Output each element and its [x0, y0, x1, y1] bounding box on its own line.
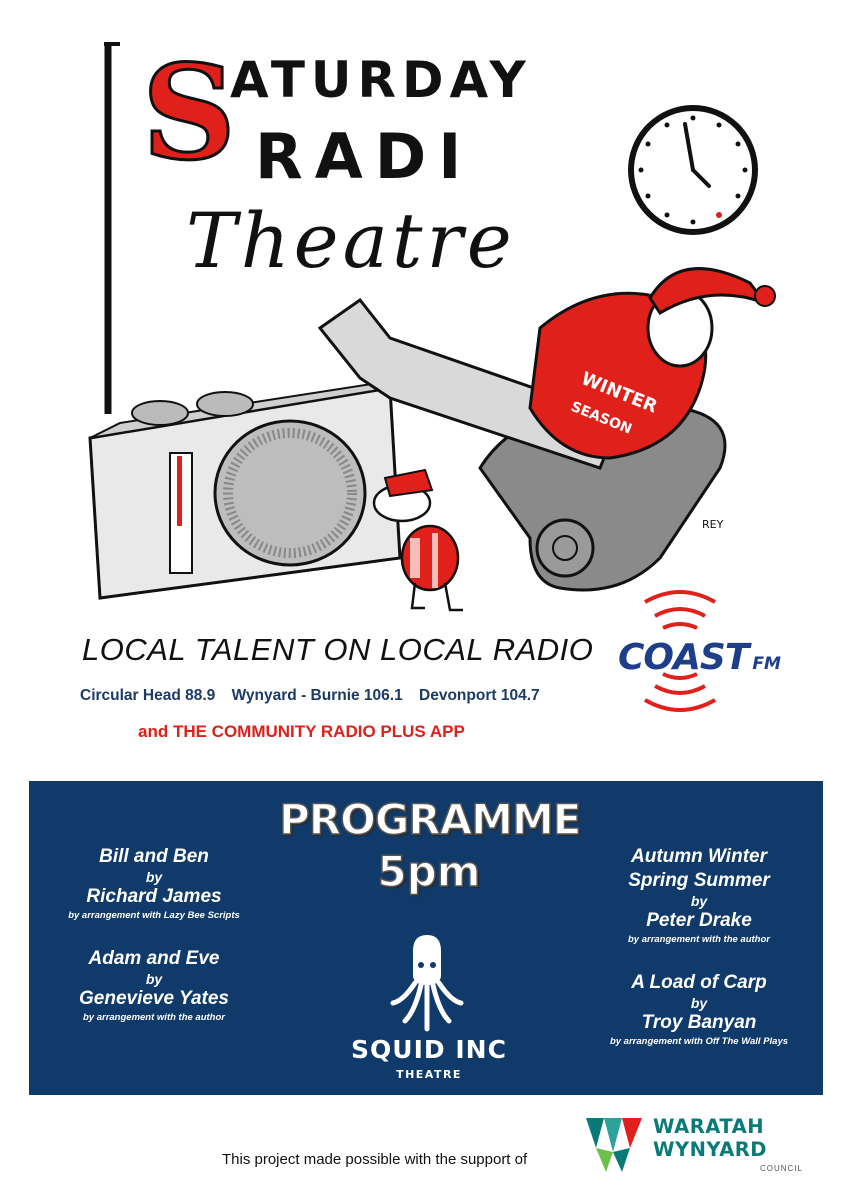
play-title: Bill and Ben — [99, 846, 209, 867]
frequency-circular-head: Circular Head 88.9 — [80, 687, 216, 704]
play-a-load-of-carp: A Load of Carp by Troy Banyan by arrange… — [577, 971, 821, 1049]
play-note: by arrangement with the author — [628, 934, 770, 945]
tagline: LOCAL TALENT ON LOCAL RADIO — [82, 632, 594, 667]
title-theatre: Theatre — [186, 196, 516, 285]
council-line-wynyard: WYNYARD — [653, 1138, 767, 1161]
clock-icon — [628, 105, 758, 235]
squid-logo-sub: THEATRE — [396, 1068, 462, 1081]
title-saturday: ATURDAY — [230, 51, 532, 109]
programme-time: 5pm — [377, 846, 482, 897]
title-capital-s: S — [141, 36, 238, 189]
council-label: COUNCIL — [760, 1164, 804, 1173]
council-line-waratah: WARATAH — [653, 1115, 765, 1138]
frequency-devonport: Devonport 104.7 — [419, 687, 540, 704]
play-author: Genevieve Yates — [79, 988, 229, 1009]
play-by: by — [145, 869, 163, 885]
radio-illustration: WINTER SEASON REY — [88, 42, 776, 612]
play-title: A Load of Carp — [631, 972, 767, 993]
app-line: and THE COMMUNITY RADIO PLUS APP — [138, 722, 465, 741]
waratah-wynyard-logo-icon — [586, 1118, 642, 1172]
programme-panel: PROGRAMME 5pm Bill and Ben by Richard Ja… — [29, 781, 823, 1095]
squid-icon — [390, 935, 464, 1032]
play-title-line2: Spring Summer — [628, 870, 770, 891]
title-radio: RADI — [255, 120, 474, 193]
coast-logo-main: COAST — [618, 637, 749, 678]
support-text: This project made possible with the supp… — [222, 1151, 528, 1168]
play-title: Adam and Eve — [88, 948, 220, 969]
play-author: Richard James — [86, 886, 222, 907]
play-author: Troy Banyan — [641, 1012, 757, 1033]
play-by: by — [690, 893, 708, 909]
play-note: by arrangement with Lazy Bee Scripts — [68, 910, 240, 921]
play-adam-and-eve: Adam and Eve by Genevieve Yates by arran… — [31, 947, 277, 1025]
play-by: by — [690, 995, 708, 1011]
play-author: Peter Drake — [646, 910, 752, 931]
programme-heading: PROGRAMME — [278, 794, 582, 845]
play-bill-and-ben: Bill and Ben by Richard James by arrange… — [31, 845, 277, 923]
coast-logo-suffix: FM — [752, 654, 781, 674]
coast-fm-waves-icon — [644, 590, 716, 712]
play-by: by — [145, 971, 163, 987]
play-note: by arrangement with the author — [83, 1012, 225, 1023]
play-title: Autumn Winter — [631, 846, 767, 867]
council-name: WARATAH WYNYARD — [653, 1115, 767, 1161]
frequency-wynyard-burnie: Wynyard - Burnie 106.1 — [231, 687, 403, 704]
frequency-list: Circular Head 88.9 Wynyard - Burnie 106.… — [80, 687, 552, 705]
artist-signature: REY — [702, 518, 724, 531]
play-autumn-winter: Autumn Winter Spring Summer by Peter Dra… — [577, 845, 821, 947]
squid-logo-main: SQUID INC — [351, 1035, 507, 1064]
play-note: by arrangement with Off The Wall Plays — [609, 1036, 789, 1047]
